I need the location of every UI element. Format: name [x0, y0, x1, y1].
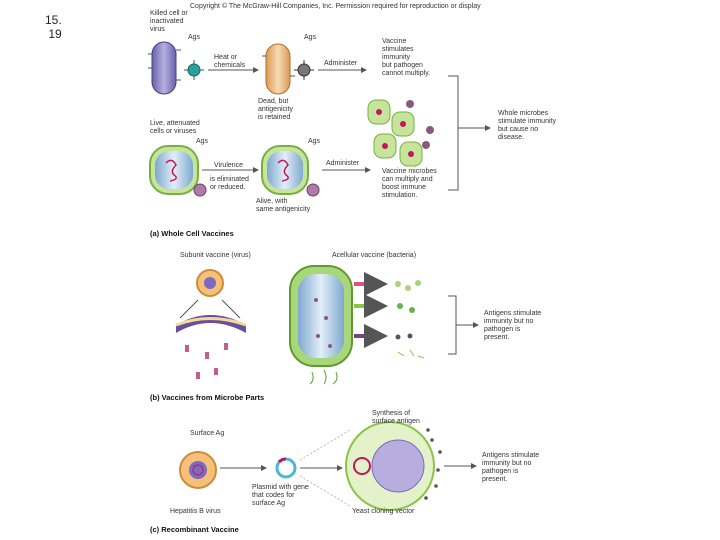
- yeast-label: Yeast cloning vector: [352, 508, 415, 515]
- secreted-antigen-icon: [424, 428, 442, 500]
- plasmid-icon: [275, 457, 297, 479]
- antigens-description-b: Antigens stimulate immunity but no patho…: [484, 310, 542, 341]
- ags-label-2: Ags: [304, 34, 317, 41]
- caption-part-a: (a) Whole Cell Vaccines: [150, 229, 234, 238]
- vaccine-live-description: Vaccine microbes can multiply and boost …: [382, 168, 437, 199]
- heat-label: Heat or chemicals: [214, 54, 246, 69]
- live-label: Live, attenuated cells or viruses: [150, 120, 200, 135]
- caption-part-b: (b) Vaccines from Microbe Parts: [150, 393, 265, 402]
- alive-virus-icon: [306, 183, 320, 197]
- ags-label-1: Ags: [188, 34, 201, 41]
- live-microbe-icon: [149, 145, 199, 195]
- administer-label-2: Administer: [326, 160, 360, 167]
- copyright-notice: Copyright © The McGraw-Hill Companies, I…: [190, 3, 481, 10]
- slide-number: 15. 19: [45, 13, 62, 41]
- subunit-vaccine-label: Subunit vaccine (virus): [180, 252, 251, 259]
- surface-ag-label: Surface Ag: [190, 430, 225, 437]
- whole-microbe-description: Whole microbes stimulate immunity but ca…: [498, 110, 556, 141]
- virus-icon: [184, 60, 204, 80]
- dead-label: Dead, but antigenicity is retained: [258, 98, 294, 121]
- microbe-cluster-icon: [367, 99, 434, 167]
- ags-label-4: Ags: [308, 138, 321, 145]
- bracket-b: [448, 295, 457, 355]
- virulence-label: Virulence: [214, 162, 244, 169]
- yeast-cell-icon: [345, 421, 435, 511]
- bracket-a: [448, 75, 459, 191]
- hepatitis-virus-icon: [179, 451, 217, 489]
- synthesis-label: Synthesis of surface antigen: [372, 410, 420, 425]
- killed-cell-label: Killed cell or inactivated virus: [150, 10, 188, 33]
- acellular-vaccine-label: Acellular vaccine (bacteria): [332, 252, 417, 259]
- antigens-description-c: Antigens stimulate immunity but no patho…: [482, 452, 540, 483]
- subunit-virus-icon: [175, 269, 247, 379]
- antigen-fragments-icon: [395, 280, 425, 359]
- vaccine-killed-description: Vaccine stimulates immunity but pathogen…: [382, 38, 431, 77]
- caption-part-c: (c) Recombinant Vaccine: [150, 525, 239, 534]
- attenuated-virus-icon: [193, 183, 207, 197]
- eliminated-label: is eliminated or reduced.: [210, 176, 249, 191]
- dead-virus-icon: [294, 60, 314, 80]
- ags-label-3: Ags: [196, 138, 209, 145]
- alive-microbe-icon: [261, 145, 309, 195]
- killed-microbe-icon: [148, 41, 181, 95]
- dead-microbe-icon: [262, 43, 295, 95]
- alive-label: Alive, with same antigenicity: [256, 198, 311, 213]
- hepatitis-label: Hepatitis B virus: [170, 508, 221, 515]
- zoom-lines: [299, 429, 351, 507]
- plasmid-label: Plasmid with gene that codes for surface…: [252, 484, 309, 507]
- administer-label-1: Administer: [324, 60, 358, 67]
- acellular-bacterium-icon: [289, 265, 353, 385]
